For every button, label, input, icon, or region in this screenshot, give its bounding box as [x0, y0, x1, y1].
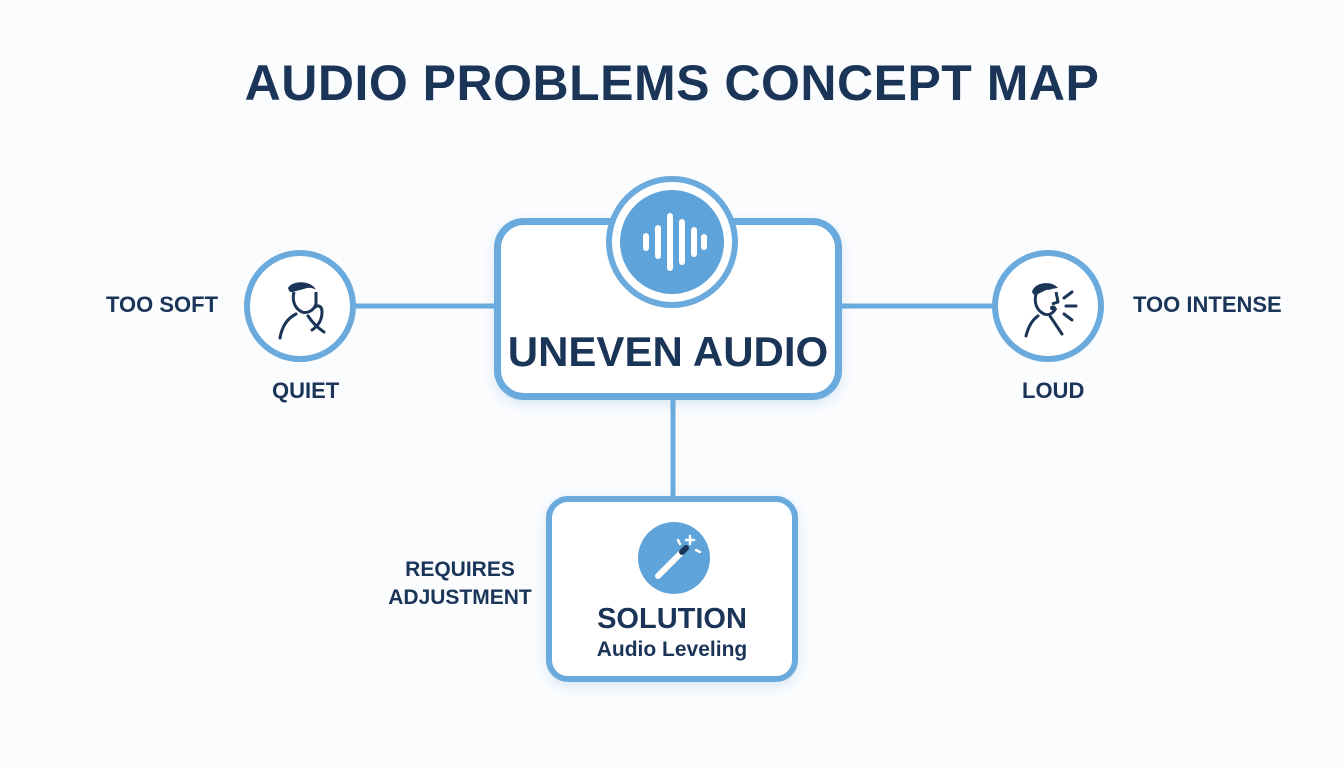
- requires-adjustment-label: REQUIRES ADJUSTMENT: [380, 556, 540, 612]
- quiet-node: [244, 250, 356, 362]
- loud-node: [992, 250, 1104, 362]
- loud-label: LOUD: [1022, 378, 1085, 403]
- solution-title: SOLUTION: [597, 603, 747, 635]
- central-node: [494, 218, 842, 400]
- central-icon-badge: [606, 176, 738, 308]
- shouting-person-icon: [1024, 283, 1078, 338]
- magic-wand-icon: [655, 534, 702, 579]
- requires-label-line2: ADJUSTMENT: [388, 586, 532, 609]
- too-intense-label: TOO INTENSE: [1133, 292, 1282, 317]
- whispering-person-icon: [278, 282, 326, 340]
- wand-icon-badge: [638, 522, 710, 594]
- solution-subtitle: Audio Leveling: [596, 638, 748, 661]
- central-node-label: UNEVEN AUDIO: [507, 328, 829, 375]
- diagram-title: AUDIO PROBLEMS CONCEPT MAP: [244, 55, 1100, 111]
- too-soft-label: TOO SOFT: [106, 292, 219, 317]
- sound-wave-icon: [620, 190, 724, 294]
- quiet-label: QUIET: [272, 378, 340, 403]
- requires-label-line1: REQUIRES: [405, 558, 515, 581]
